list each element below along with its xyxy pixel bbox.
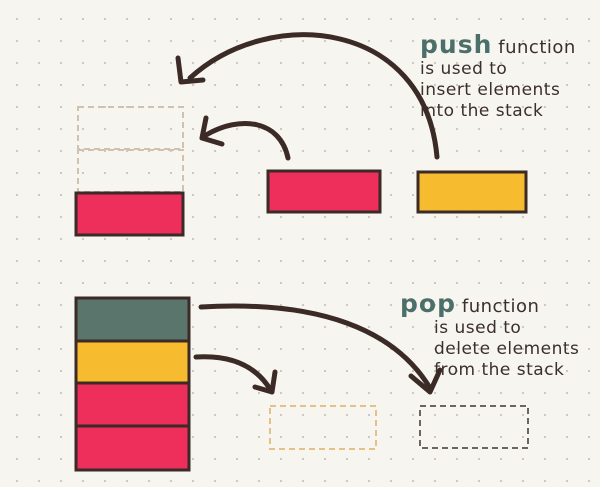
push-caption-line-1: is used to bbox=[420, 59, 508, 79]
pop-stack-yellow-block bbox=[74, 339, 191, 385]
pop-keyword: pop bbox=[400, 289, 456, 318]
push-arrow-long-head bbox=[175, 55, 206, 85]
pop-arrow-short bbox=[193, 354, 273, 392]
push-caption-line-3: into the stack bbox=[420, 101, 544, 121]
push-incoming-red-block bbox=[266, 169, 382, 214]
pop-caption: pop function is used to delete elements … bbox=[400, 291, 580, 381]
push-caption-line-2: insert elements bbox=[420, 80, 561, 100]
push-arrow-long bbox=[187, 32, 440, 160]
push-stack bbox=[74, 106, 185, 237]
pop-caption-line-1: is used to bbox=[434, 318, 522, 338]
push-arrows bbox=[175, 32, 440, 161]
push-stack-empty-slot-bottom bbox=[77, 149, 184, 193]
pop-arrows bbox=[193, 303, 443, 395]
push-incoming-yellow-block bbox=[416, 170, 528, 214]
push-arrow-short-head bbox=[199, 115, 225, 147]
pop-caption-line-3: from the stack bbox=[434, 360, 565, 380]
pop-stack-teal-block bbox=[74, 296, 191, 343]
push-function-word: function bbox=[498, 37, 576, 58]
pop-stack bbox=[74, 296, 191, 472]
pop-stack-red-block-1 bbox=[74, 381, 191, 428]
pop-removed-slot-yellow bbox=[269, 405, 377, 450]
pop-stack-red-block-2 bbox=[74, 424, 191, 472]
push-stack-filled-block bbox=[74, 191, 185, 237]
push-arrow-short bbox=[203, 120, 291, 161]
pop-function-word: function bbox=[461, 296, 540, 317]
pop-caption-line-2: delete elements bbox=[434, 339, 580, 359]
pop-arrow-short-head bbox=[252, 369, 278, 395]
pop-arrow-long bbox=[198, 303, 433, 391]
pop-removed-slot-teal bbox=[419, 405, 529, 449]
push-caption: push function is used to insert elements… bbox=[420, 32, 576, 122]
pop-arrow-long-head bbox=[408, 367, 443, 395]
push-stack-empty-slot-top bbox=[77, 106, 184, 150]
push-keyword: push bbox=[420, 30, 493, 59]
